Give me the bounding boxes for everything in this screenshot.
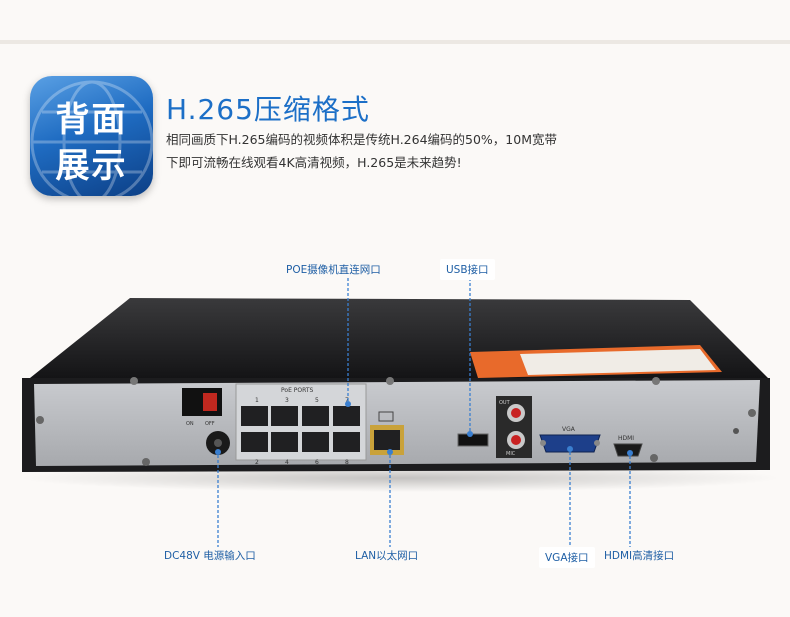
vga-screw (540, 440, 546, 446)
port-number: 7 (345, 397, 349, 404)
hdmi-port-label: HDMI (618, 435, 634, 442)
port-number: 3 (285, 397, 289, 404)
poe-port (241, 432, 268, 452)
callout-dot (567, 446, 573, 452)
mic-jack-core (511, 435, 521, 445)
screw (130, 377, 138, 385)
screw (386, 377, 394, 385)
port-number: 1 (255, 397, 259, 404)
screw (142, 458, 150, 466)
lan-port (374, 430, 400, 450)
screw (650, 454, 658, 462)
power-switch-rocker (203, 393, 217, 411)
ground-terminal (733, 428, 739, 434)
usb-port (457, 433, 489, 447)
vga-port-label: VGA (562, 426, 576, 433)
vga-callout-label: VGA接口 (539, 547, 595, 568)
top-divider (0, 40, 790, 44)
screw (748, 409, 756, 417)
poe-port (241, 406, 268, 426)
vga-screw (594, 440, 600, 446)
poe-port (302, 406, 329, 426)
switch-off-label: OFF (205, 421, 215, 427)
description-line-1: 相同画质下H.265编码的视频体积是传统H.264编码的50%，10M宽带 (166, 132, 557, 147)
poe-callout-label: POE摄像机直连网口 (286, 264, 381, 276)
hdmi-callout-label: HDMI高清接口 (604, 550, 675, 562)
screw (652, 377, 660, 385)
badge-line-1: 背面 (55, 100, 128, 140)
callout-dot (387, 449, 393, 455)
globe-icon (30, 80, 153, 196)
sticker-label-area (520, 349, 716, 375)
poe-port (271, 406, 298, 426)
hdmi-port (613, 443, 643, 457)
network-icon (378, 411, 394, 422)
poe-port (271, 432, 298, 452)
audio-out-label: OUT (499, 400, 511, 406)
callout-dot (215, 449, 221, 455)
usb-callout-label: USB接口 (440, 259, 495, 280)
poe-port (302, 432, 329, 452)
screw (36, 416, 44, 424)
vga-port (539, 434, 601, 453)
callout-dot (345, 401, 351, 407)
headline: H.265压缩格式 (166, 93, 370, 126)
badge-line-2: 展示 (55, 146, 128, 186)
port-number: 8 (345, 459, 349, 466)
switch-on-label: ON (186, 421, 194, 427)
description-line-2: 下即可流畅在线观看4K高清视频，H.265是未来趋势! (166, 155, 462, 170)
audio-out-jack-core (511, 408, 521, 418)
callout-dot (627, 450, 633, 456)
port-number: 6 (315, 459, 319, 466)
dc-jack-pin (214, 439, 222, 447)
callout-dot (467, 431, 473, 437)
poe-ports-label: PoE PORTS (281, 387, 314, 394)
rear-view-badge: 背面 展示 (30, 76, 153, 196)
mic-label: MIC (506, 451, 516, 457)
lan-callout-label: LAN以太网口 (355, 550, 419, 562)
port-number: 4 (285, 459, 289, 466)
dc-callout-label: DC48V 电源输入口 (164, 550, 256, 562)
poe-port (333, 432, 360, 452)
port-number: 2 (255, 459, 259, 466)
port-number: 5 (315, 397, 319, 404)
poe-port (333, 406, 360, 426)
